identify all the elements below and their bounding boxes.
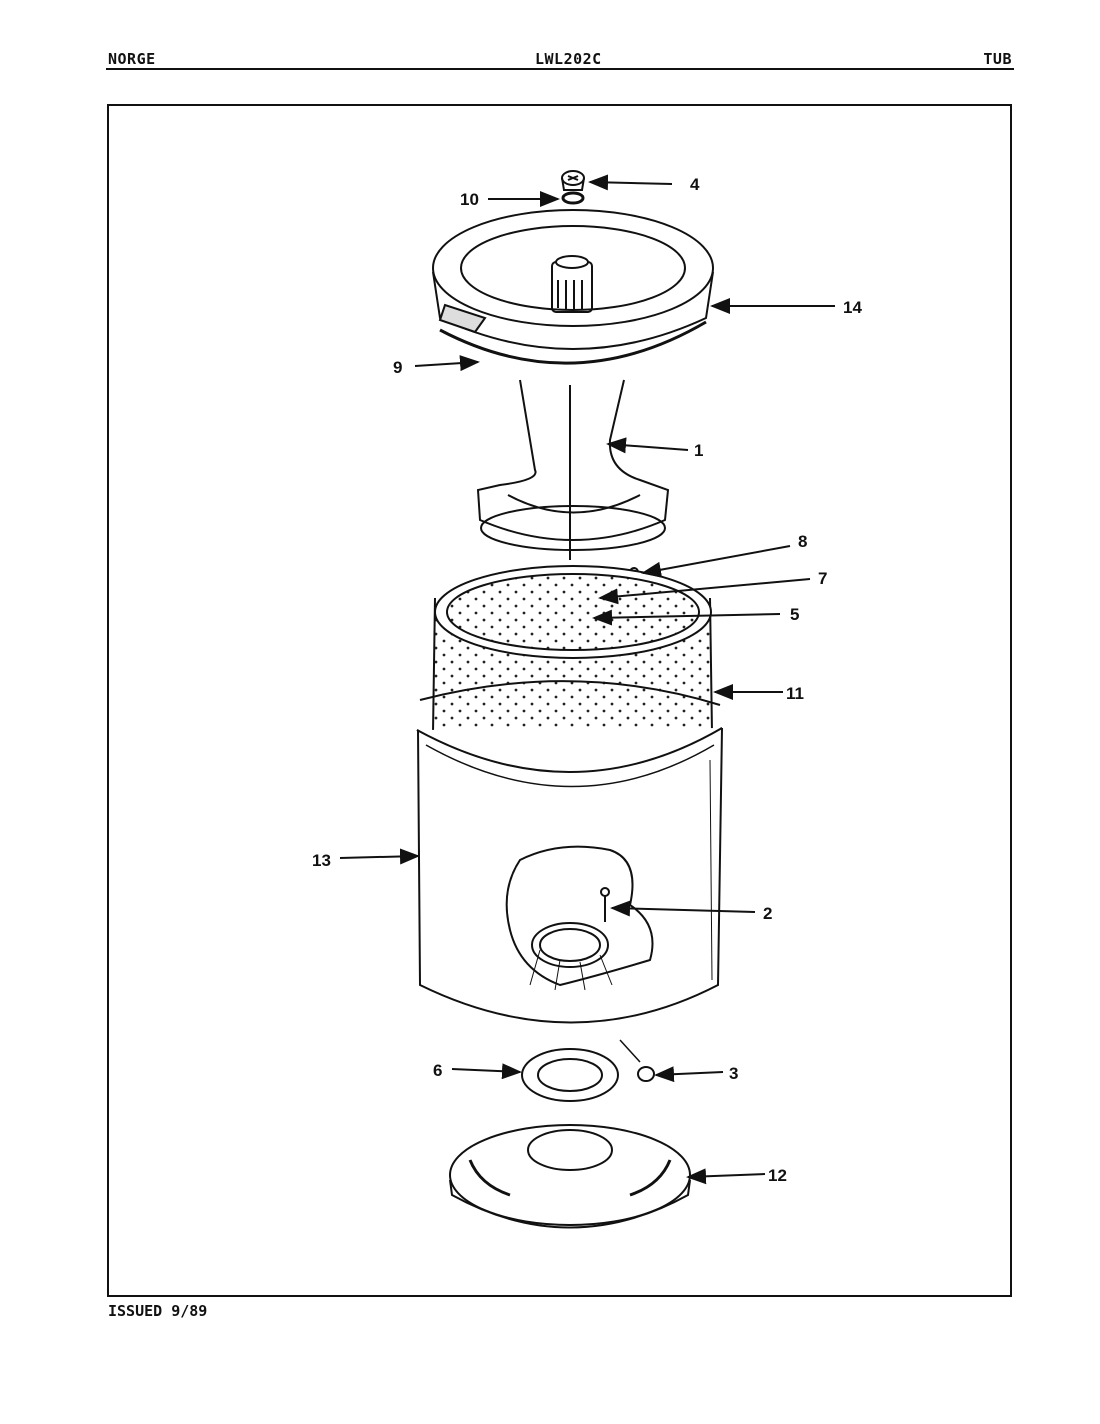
gasket-part bbox=[439, 320, 707, 365]
callout-10: 10 bbox=[460, 190, 479, 209]
header-rule bbox=[106, 68, 1014, 70]
callout-3: 3 bbox=[729, 1064, 738, 1083]
callout-5: 5 bbox=[790, 605, 799, 624]
callout-14: 14 bbox=[843, 298, 862, 317]
callout-7: 7 bbox=[818, 569, 827, 588]
callout-12: 12 bbox=[768, 1166, 787, 1185]
issued-date: ISSUED 9/89 bbox=[108, 1302, 208, 1320]
section-title: TUB bbox=[983, 50, 1012, 68]
callout-13: 13 bbox=[312, 851, 331, 870]
diagram-frame bbox=[107, 104, 1012, 1297]
callout-1: 1 bbox=[694, 441, 703, 460]
drain-fitting-part bbox=[619, 1039, 655, 1082]
tub-ring-part bbox=[432, 209, 714, 350]
cap-ring-part bbox=[561, 191, 585, 205]
brand-label: NORGE bbox=[108, 50, 156, 68]
callout-6: 6 bbox=[433, 1061, 442, 1080]
tub-base-part bbox=[449, 1124, 691, 1229]
flange-plate-part bbox=[521, 1048, 619, 1102]
agitator-cap-part bbox=[561, 170, 585, 191]
callout-9: 9 bbox=[393, 358, 402, 377]
mounting-screw-part bbox=[600, 887, 610, 922]
model-number: LWL202C bbox=[535, 50, 602, 68]
callout-8: 8 bbox=[798, 532, 807, 551]
agitator-part bbox=[476, 379, 670, 560]
callout-2: 2 bbox=[763, 904, 772, 923]
callout-4: 4 bbox=[690, 175, 700, 194]
callout-11: 11 bbox=[786, 684, 804, 703]
outer-tub-part bbox=[416, 680, 723, 1024]
